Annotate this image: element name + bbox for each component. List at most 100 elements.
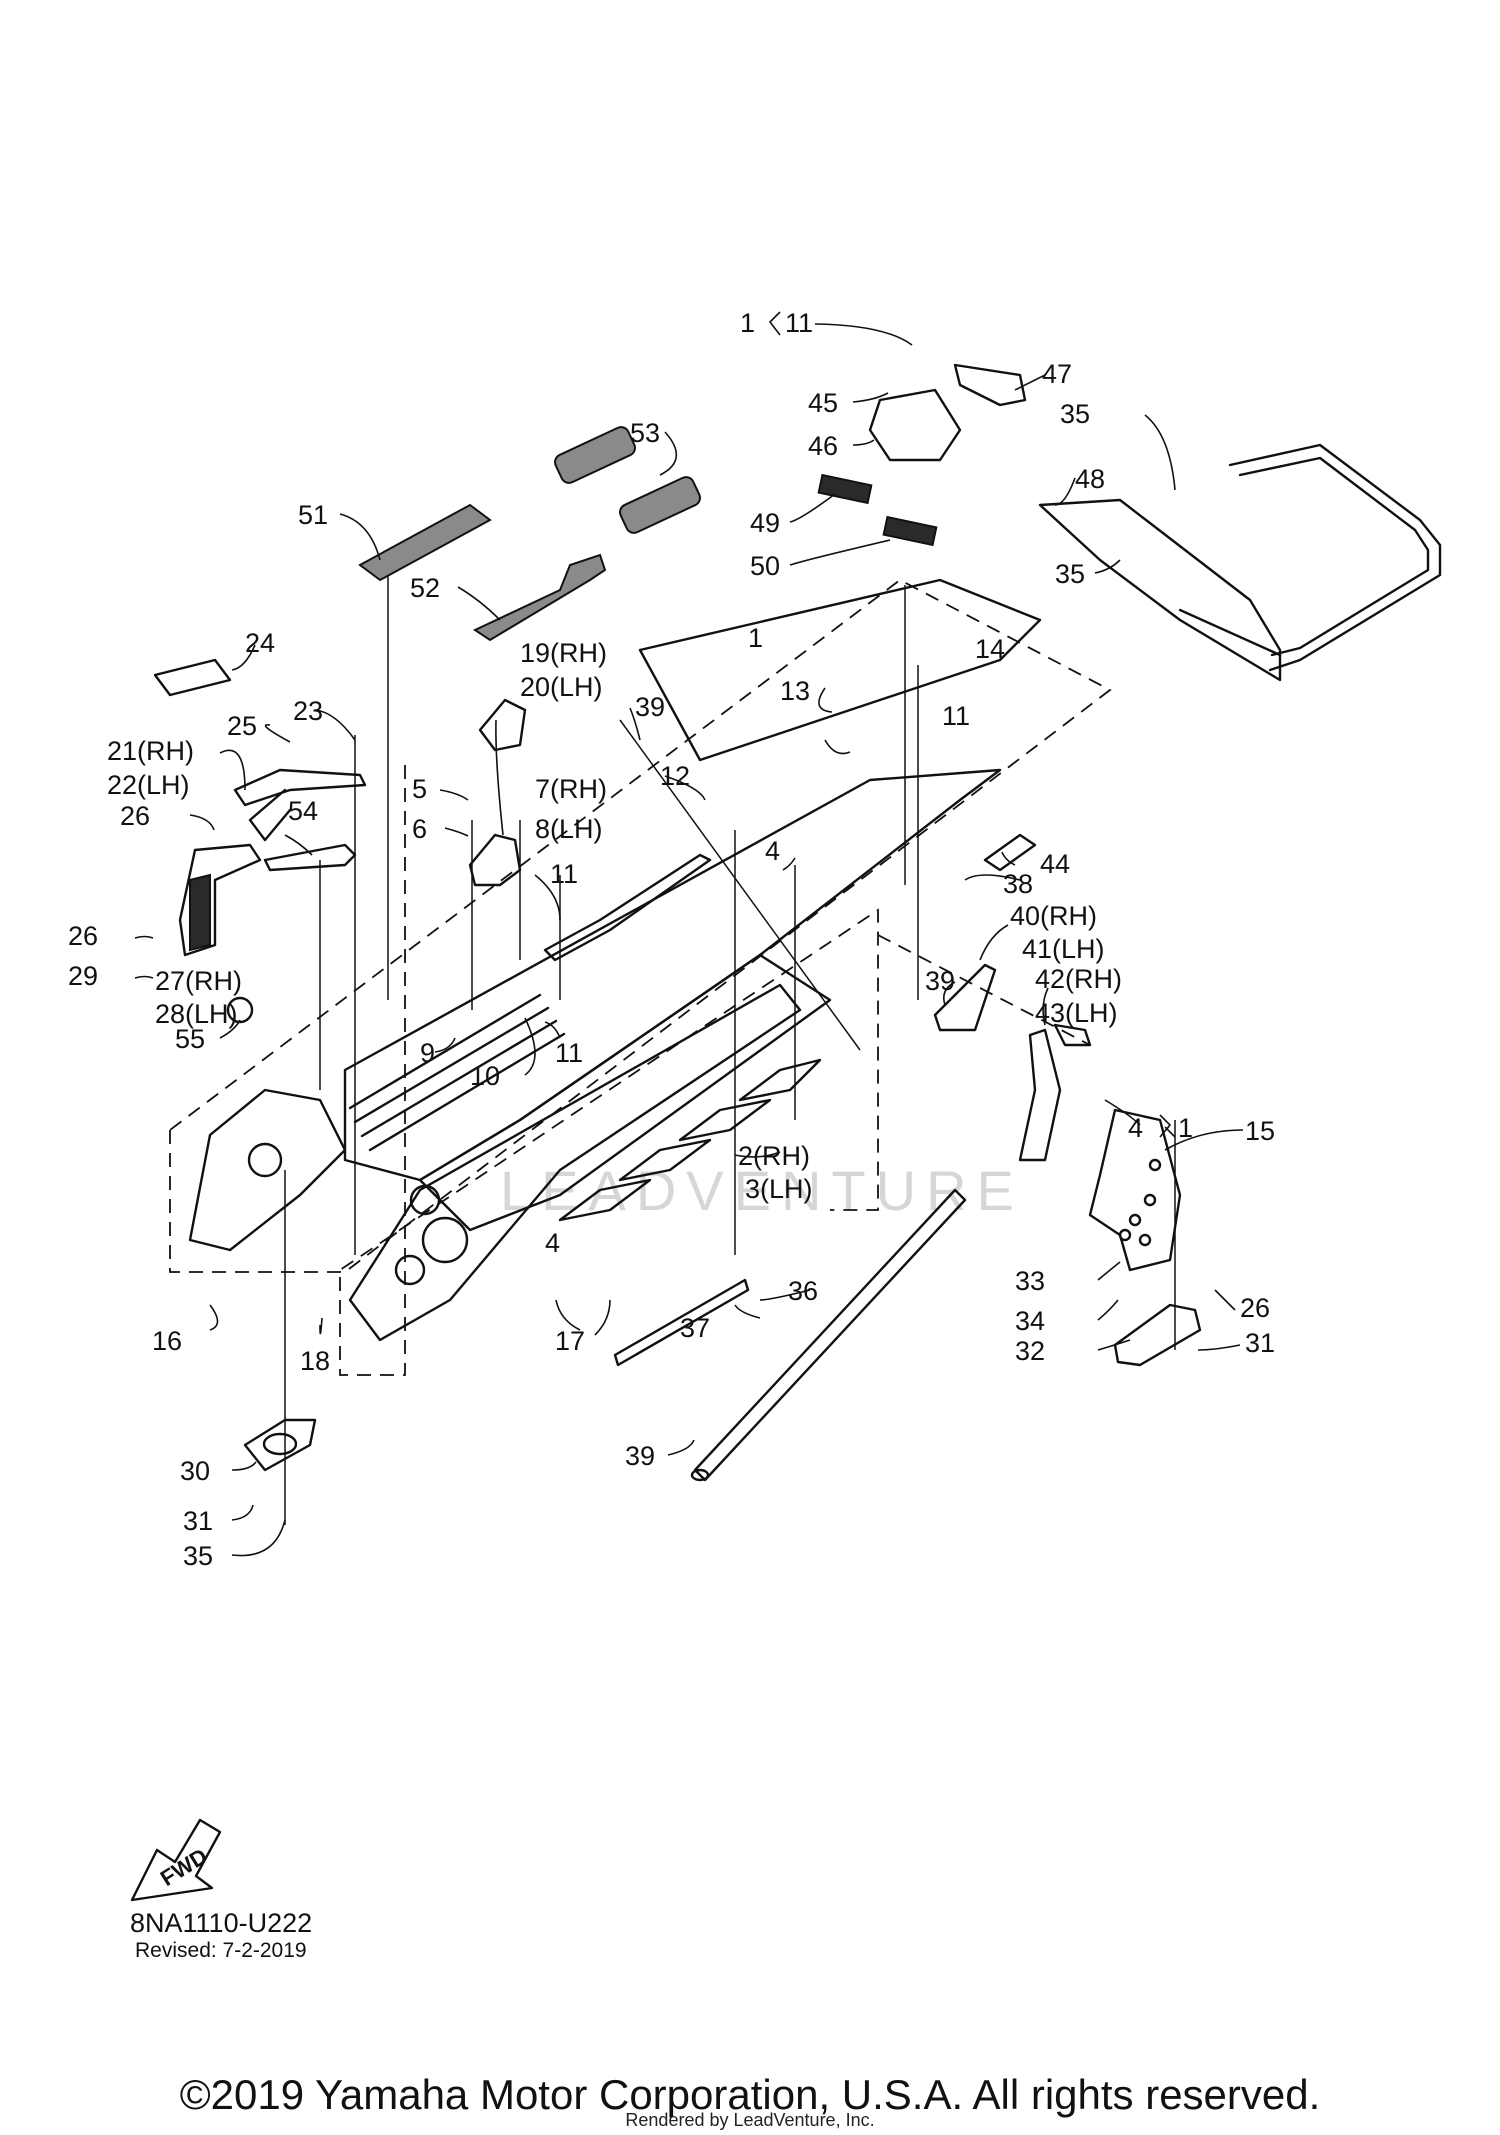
callout: 35 bbox=[1055, 559, 1085, 589]
callout: 22(LH) bbox=[107, 770, 190, 800]
callout: 26 bbox=[68, 921, 98, 951]
callout: 27(RH) bbox=[155, 966, 242, 996]
callout: 48 bbox=[1075, 464, 1105, 494]
callout: 4 bbox=[765, 836, 780, 866]
callout: 26 bbox=[120, 801, 150, 831]
decal-53-lower bbox=[619, 476, 701, 534]
callout: 9 bbox=[420, 1038, 435, 1068]
callout: 2(RH) bbox=[738, 1141, 810, 1171]
rear-grab-bar bbox=[1228, 443, 1442, 672]
watermark: LEADVENTURE bbox=[500, 1159, 1024, 1222]
callout: 4 bbox=[545, 1228, 560, 1258]
plate-54 bbox=[263, 843, 357, 872]
callout: 40(RH) bbox=[1010, 901, 1097, 931]
callout: 30 bbox=[180, 1456, 210, 1486]
callout: 41(LH) bbox=[1022, 934, 1105, 964]
bar-36 bbox=[690, 1188, 967, 1482]
callout: 47 bbox=[1042, 359, 1072, 389]
running-board-slots bbox=[558, 1058, 822, 1222]
callout-labels: 1 11 45 46 47 35 48 35 53 51 52 49 50 24… bbox=[68, 308, 1275, 1571]
callout: 44 bbox=[1040, 849, 1070, 879]
callout: 35 bbox=[1060, 399, 1090, 429]
callout: 49 bbox=[750, 508, 780, 538]
callout: 36 bbox=[788, 1276, 818, 1306]
callout: 12 bbox=[660, 761, 690, 791]
callout: 35 bbox=[183, 1541, 213, 1571]
cover-44 bbox=[983, 833, 1037, 872]
callout: 11 bbox=[785, 308, 813, 338]
snow-flap-48 bbox=[1038, 498, 1282, 682]
callout: 37 bbox=[680, 1313, 710, 1343]
callout: 19(RH) bbox=[520, 638, 607, 668]
callout: 55 bbox=[175, 1024, 205, 1054]
guard-19-20 bbox=[478, 698, 527, 752]
tunnel-group-outline bbox=[339, 765, 879, 1376]
callout: 7(RH) bbox=[535, 774, 607, 804]
callout: 51 bbox=[298, 500, 328, 530]
copyright-notice: ©2019 Yamaha Motor Corporation, U.S.A. A… bbox=[179, 2071, 1321, 2118]
callout: 42(RH) bbox=[1035, 964, 1122, 994]
callout: 8(LH) bbox=[535, 814, 603, 844]
callout: 32 bbox=[1015, 1336, 1045, 1366]
callout: 31 bbox=[1245, 1328, 1275, 1358]
plate-30 bbox=[243, 1418, 317, 1472]
callout: 29 bbox=[68, 961, 98, 991]
rail-37 bbox=[613, 1278, 750, 1367]
callout: 5 bbox=[412, 774, 427, 804]
tunnel-vent-slots bbox=[348, 993, 566, 1152]
callout: 53 bbox=[630, 418, 660, 448]
callout: 1 bbox=[740, 308, 755, 338]
callout: 26 bbox=[1240, 1293, 1270, 1323]
grommet-55 bbox=[226, 996, 254, 1024]
callout: 17 bbox=[555, 1326, 585, 1356]
strut-42-43 bbox=[1018, 1023, 1092, 1162]
callout: 18 bbox=[300, 1346, 330, 1376]
callout: 11 bbox=[942, 701, 970, 731]
callout: 11 bbox=[555, 1038, 583, 1068]
exploded-parts-diagram: LEADVENTURE bbox=[68, 308, 1442, 1902]
callout: 11 bbox=[550, 859, 578, 889]
callout: 39 bbox=[925, 966, 955, 996]
right-side-frame bbox=[348, 983, 822, 1342]
tunnel-assembly bbox=[343, 768, 1002, 1232]
callout: 50 bbox=[750, 551, 780, 581]
callout: 1 bbox=[1178, 1113, 1193, 1143]
callout: 34 bbox=[1015, 1306, 1045, 1336]
callout: 25 bbox=[227, 711, 257, 741]
callout: 13 bbox=[780, 676, 810, 706]
rail-12 bbox=[543, 853, 712, 962]
callout: 54 bbox=[288, 796, 318, 826]
callout: 28(LH) bbox=[155, 999, 238, 1029]
bracket-40-41 bbox=[933, 963, 997, 1032]
assembly-lines bbox=[284, 573, 1176, 1525]
callout: 4 bbox=[1128, 1113, 1143, 1143]
rear-plate-15 bbox=[1088, 1108, 1182, 1272]
rear-bumper-bracket-45-47 bbox=[868, 363, 1027, 462]
cover-24 bbox=[153, 658, 232, 697]
right-frame-outline bbox=[877, 934, 1091, 1046]
bracket-21-22 bbox=[233, 768, 367, 842]
callout: 15 bbox=[1245, 1116, 1275, 1146]
callout: 31 bbox=[183, 1506, 213, 1536]
decal-50 bbox=[882, 515, 938, 547]
callout: 16 bbox=[152, 1326, 182, 1356]
callout: 20(LH) bbox=[520, 672, 603, 702]
callout: 3(LH) bbox=[745, 1174, 813, 1204]
callout: 39 bbox=[635, 692, 665, 722]
fwd-direction-arrow: FWD bbox=[130, 1818, 222, 1902]
bracket-7-8 bbox=[468, 833, 522, 887]
rear-bumper-frame bbox=[638, 578, 1042, 762]
left-front-frame bbox=[188, 1088, 347, 1252]
callout: 1 bbox=[748, 623, 763, 653]
callout: 52 bbox=[410, 573, 440, 603]
callout: 39 bbox=[625, 1441, 655, 1471]
revision-date: Revised: 7-2-2019 bbox=[135, 1939, 307, 1962]
callout: 45 bbox=[808, 388, 838, 418]
rendered-by-credit: Rendered by LeadVenture, Inc. bbox=[625, 2110, 875, 2130]
frame-group-outline bbox=[169, 578, 1112, 1273]
decal-53-upper bbox=[554, 426, 636, 484]
step-32 bbox=[1113, 1303, 1202, 1367]
callout: 46 bbox=[808, 431, 838, 461]
callout-bracket-4-1 bbox=[1159, 1114, 1172, 1138]
